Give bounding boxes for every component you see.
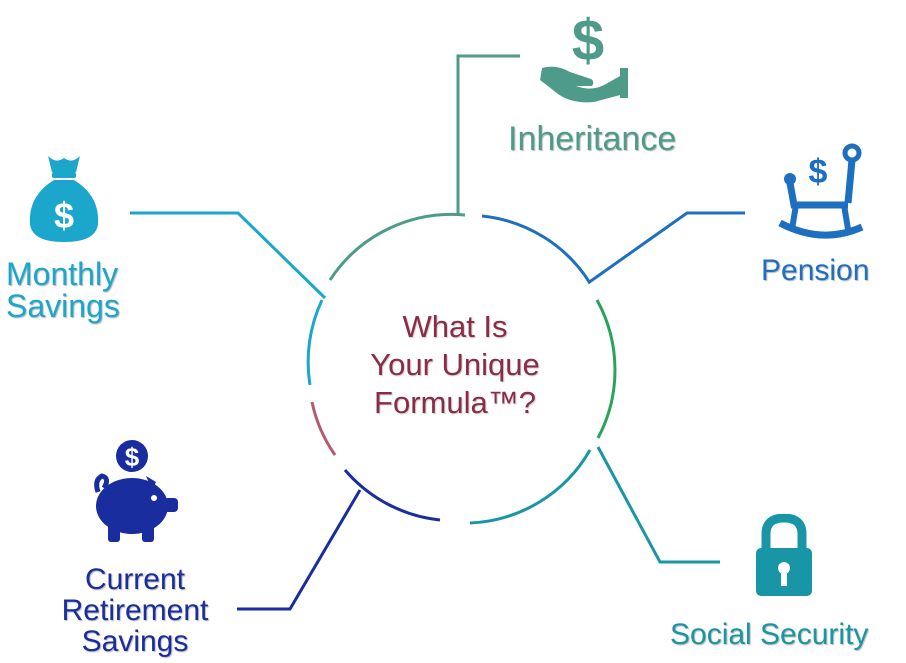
- node-label-social-security: Social Security: [670, 618, 869, 651]
- connector-social-security: [596, 446, 720, 564]
- money-bag-icon: $: [29, 156, 99, 242]
- node-label-monthly-savings: Monthly Savings: [6, 258, 120, 322]
- connector-pension: [587, 211, 745, 285]
- node-label-pension: Pension: [761, 254, 870, 287]
- node-label-retirement-line-2: Retirement: [61, 594, 209, 627]
- center-title-line-3: Formula™?: [374, 385, 536, 420]
- center-title-line-1: What Is: [402, 309, 508, 344]
- connector-monthly-savings: [130, 211, 327, 300]
- padlock-icon: [756, 514, 812, 596]
- circle-arc-left-maroon: [310, 401, 337, 456]
- connector-retirement: [237, 489, 362, 611]
- svg-text:$: $: [809, 153, 828, 191]
- circle-arc-right-green: [595, 299, 617, 439]
- circle-arc-monthly: [306, 299, 324, 386]
- circle-arc-pension: [481, 214, 592, 284]
- hand-dollar-icon: $: [540, 8, 628, 103]
- node-label-inheritance: Inheritance: [508, 120, 677, 158]
- node-label-current-retirement-savings: Current Retirement Savings: [40, 564, 230, 657]
- circle-arc-inheritance: [328, 212, 466, 281]
- svg-text:$: $: [54, 195, 74, 236]
- node-label-monthly-savings-line-1: Monthly: [6, 256, 119, 292]
- connector-inheritance: [456, 54, 520, 216]
- node-label-retirement-line-1: Current: [84, 563, 186, 596]
- node-label-monthly-savings-line-2: Savings: [6, 288, 120, 324]
- circle-arc-retirement: [343, 469, 441, 522]
- center-title: What Is Your Unique Formula™?: [330, 308, 580, 422]
- piggy-bank-icon: $: [94, 440, 178, 542]
- svg-text:$: $: [125, 442, 140, 472]
- svg-text:$: $: [572, 8, 604, 73]
- center-title-line-2: Your Unique: [370, 347, 540, 382]
- rocking-chair-icon: $: [778, 143, 864, 239]
- node-label-retirement-line-3: Savings: [81, 625, 189, 658]
- circle-arc-social-security: [469, 449, 592, 525]
